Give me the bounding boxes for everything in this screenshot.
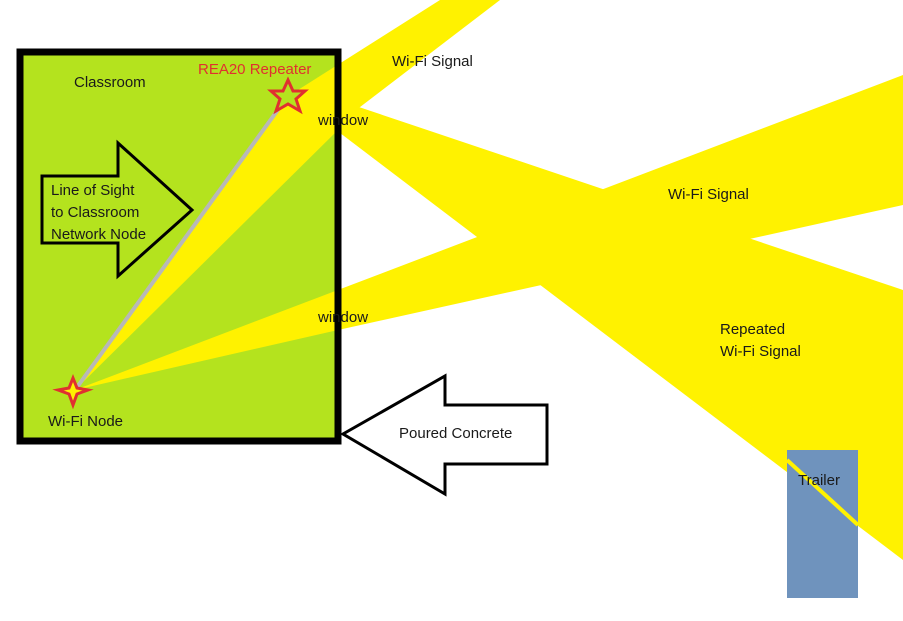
repeated-label-1: Repeated — [720, 321, 785, 338]
line-of-sight-label-2: to Classroom — [51, 204, 139, 221]
wifi-signal-top-label: Wi-Fi Signal — [392, 53, 473, 70]
wifi-node-star-icon — [52, 373, 94, 410]
wifi-signal-mid-label: Wi-Fi Signal — [668, 186, 749, 203]
signal-beam-repeated — [290, 95, 903, 560]
window-mid-label: window — [317, 309, 368, 326]
repeater-label: REA20 Repeater — [198, 61, 311, 78]
line-of-sight — [73, 98, 287, 392]
trailer-label: Trailer — [798, 472, 840, 489]
repeated-label-2: Wi-Fi Signal — [720, 343, 801, 360]
line-of-sight-arrow — [40, 139, 195, 280]
trailer — [787, 450, 858, 598]
poured-concrete-label: Poured Concrete — [399, 425, 512, 442]
signal-beam-node-upper — [75, 95, 338, 390]
signal-beam-node — [75, 75, 903, 390]
signal-through-trailer — [785, 458, 860, 527]
window-top-label: window — [317, 112, 368, 129]
line-of-sight-label-1: Line of Sight — [51, 182, 135, 199]
repeater-star-icon — [267, 76, 309, 115]
classroom-wall — [16, 48, 342, 445]
classroom-label: Classroom — [74, 74, 146, 91]
line-of-sight-label-3: Network Node — [51, 226, 146, 243]
signal-beam-top — [290, 0, 500, 130]
poured-concrete-arrow — [340, 373, 549, 497]
wifi-node-label: Wi-Fi Node — [48, 413, 123, 430]
